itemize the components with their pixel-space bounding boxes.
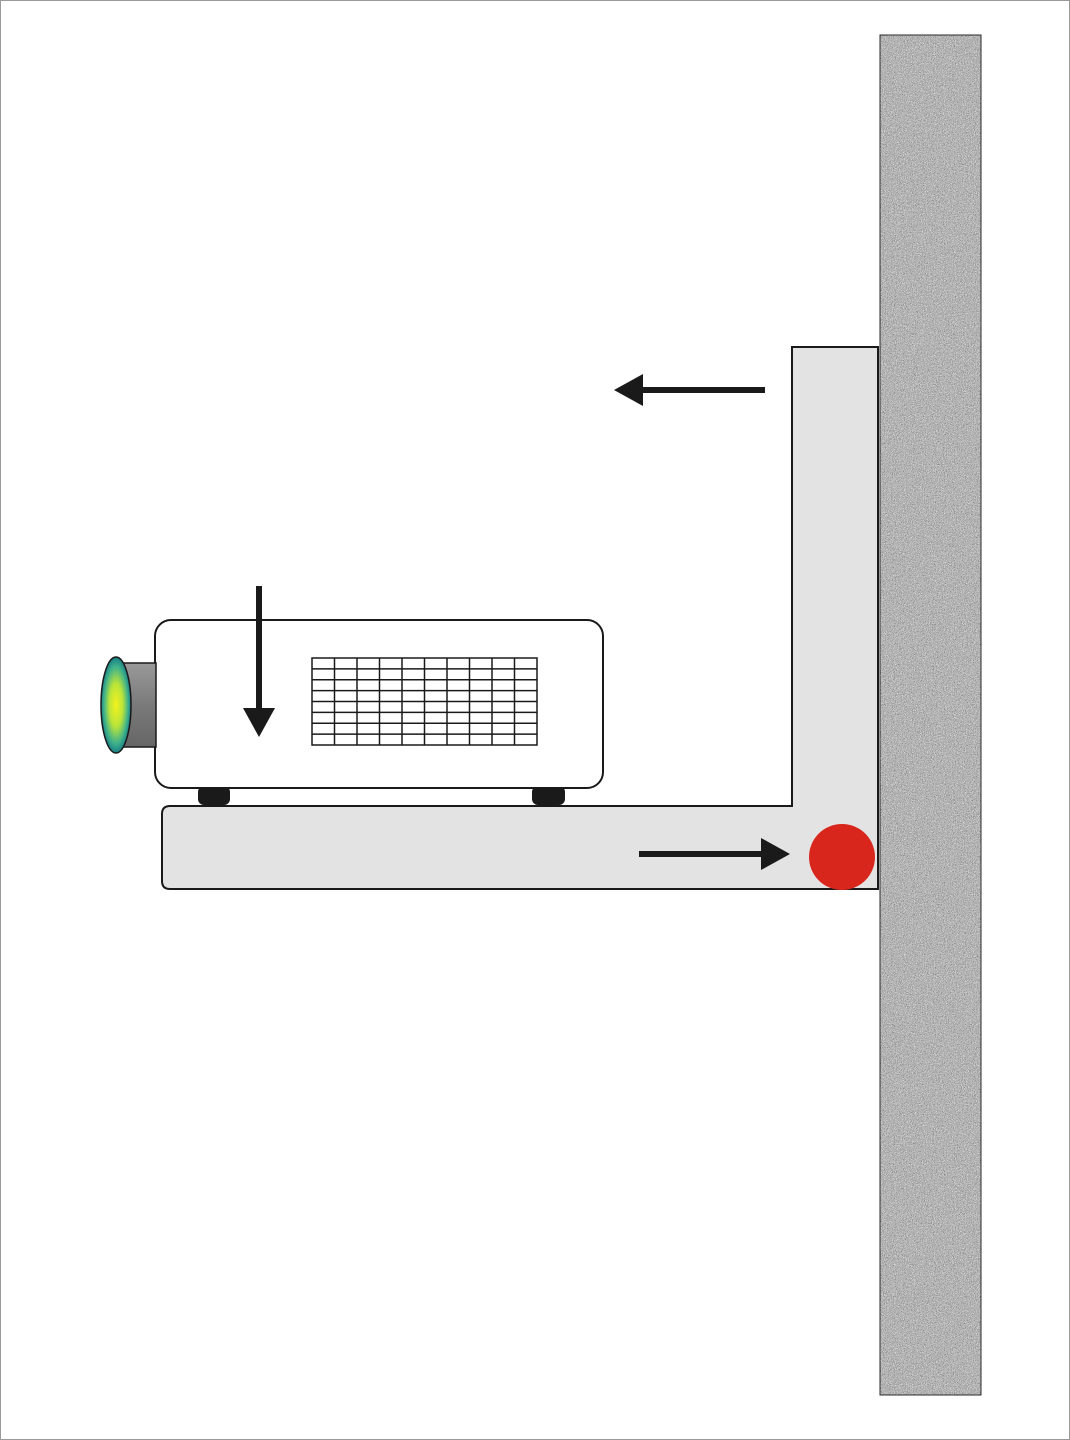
bottom-arrow (639, 838, 790, 870)
lens-icon (100, 656, 132, 754)
wall-icon (879, 34, 982, 1396)
projector-foot-left (198, 786, 230, 805)
vent-grille (311, 657, 538, 746)
projector-foot-right (532, 786, 565, 805)
top-arrow (614, 374, 765, 406)
projector-arrow (243, 586, 275, 737)
bracket-icon (161, 346, 879, 890)
projector-icon (100, 619, 604, 805)
pivot-point-icon (809, 824, 875, 890)
